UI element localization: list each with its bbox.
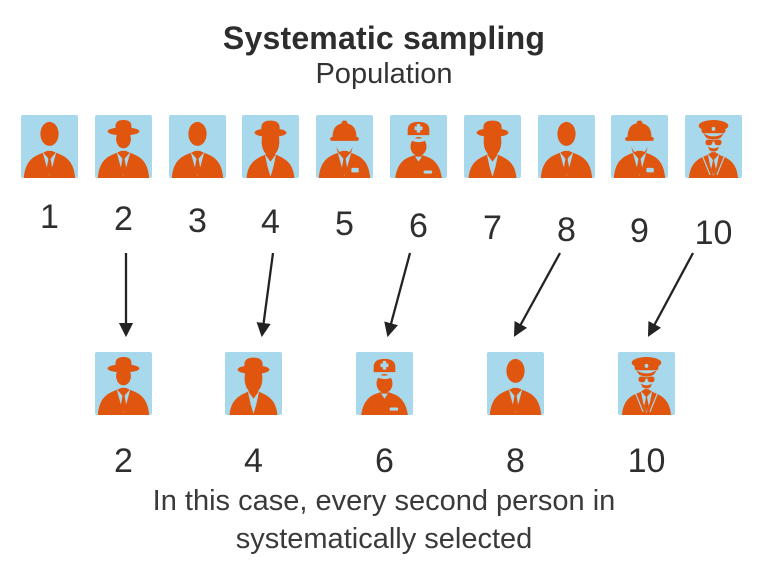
population-avatar [169, 115, 226, 178]
population-number: 6 [409, 207, 428, 245]
selection-arrow [384, 252, 412, 338]
sample-avatar [487, 352, 544, 415]
population-avatar [685, 115, 742, 178]
selection-arrow [647, 252, 695, 337]
population-number: 9 [630, 212, 649, 250]
population-number: 10 [694, 214, 733, 252]
population-avatar [95, 115, 152, 178]
population-avatar [390, 115, 447, 178]
pilot-icon [618, 352, 675, 415]
man-with-hat-icon [95, 115, 152, 178]
woman-with-hat-icon [225, 352, 282, 415]
population-number: 3 [188, 202, 207, 240]
caption-line-1: In this case, every second person in [152, 485, 616, 517]
population-number: 1 [40, 198, 59, 236]
businessman-icon [538, 115, 595, 178]
population-avatar [611, 115, 668, 178]
businessman-icon [169, 115, 226, 178]
page-title: Systematic sampling [222, 20, 546, 56]
pilot-icon [685, 115, 742, 178]
businessman-icon [487, 352, 544, 415]
caption-line-2: systematically selected [235, 523, 533, 555]
selection-arrow [256, 252, 275, 338]
population-number: 8 [557, 211, 576, 249]
businessman-icon [21, 115, 78, 178]
doctor-icon [356, 352, 413, 415]
sample-number: 10 [627, 442, 666, 480]
sample-number: 2 [114, 442, 133, 480]
sample-number: 8 [506, 442, 525, 480]
selection-arrow [513, 252, 562, 337]
population-avatar [538, 115, 595, 178]
population-number: 5 [335, 205, 354, 243]
population-number: 7 [483, 209, 502, 247]
sample-avatar [618, 352, 675, 415]
sample-number: 4 [244, 442, 263, 480]
caption: In this case, every second person in sys… [0, 482, 768, 558]
population-number: 4 [261, 203, 280, 241]
doctor-icon [390, 115, 447, 178]
population-number: 2 [114, 200, 133, 238]
sample-avatar [95, 352, 152, 415]
population-avatar [21, 115, 78, 178]
sample-avatar [225, 352, 282, 415]
population-label: Population [315, 58, 453, 90]
population-avatar [464, 115, 521, 178]
population-avatar [242, 115, 299, 178]
man-with-hat-icon [95, 352, 152, 415]
engineer-icon [316, 115, 373, 178]
woman-with-hat-icon [464, 115, 521, 178]
sample-number: 6 [375, 442, 394, 480]
sample-avatar [356, 352, 413, 415]
woman-with-hat-icon [242, 115, 299, 178]
population-avatar [316, 115, 373, 178]
engineer-icon [611, 115, 668, 178]
